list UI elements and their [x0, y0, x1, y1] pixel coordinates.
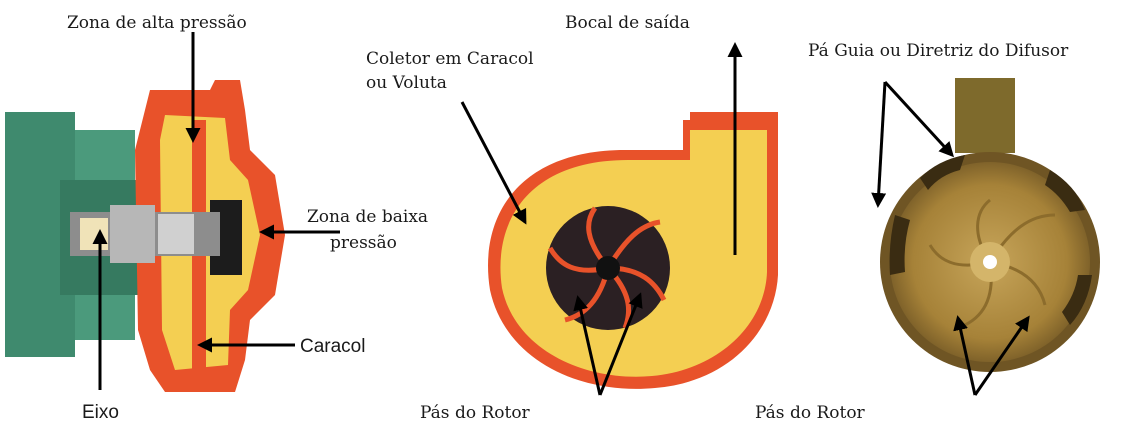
- label-rotor-blades-middle: Pás do Rotor: [420, 403, 531, 423]
- label-diffuser-guide-vane: Pá Guia ou Diretriz do Difusor: [808, 41, 1069, 61]
- arrow-volute: [462, 102, 525, 222]
- label-volute-collector-2: ou Voluta: [366, 73, 447, 93]
- diffuser-section: [880, 78, 1100, 372]
- label-shaft: Eixo: [82, 402, 119, 423]
- label-volute-collector-1: Coletor em Caracol: [366, 49, 534, 69]
- label-outlet-nozzle: Bocal de saída: [565, 13, 690, 33]
- diffuser-outlet: [955, 78, 1015, 153]
- label-high-pressure-zone: Zona de alta pressão: [67, 13, 247, 33]
- label-caracol: Caracol: [300, 336, 365, 357]
- arrow-guide-vane-2: [885, 82, 952, 155]
- arrow-guide-vane-1: [878, 82, 885, 205]
- label-low-pressure-zone-2: pressão: [330, 233, 397, 253]
- label-rotor-blades-right: Pás do Rotor: [755, 403, 866, 423]
- label-low-pressure-zone-1: Zona de baixa: [307, 207, 428, 227]
